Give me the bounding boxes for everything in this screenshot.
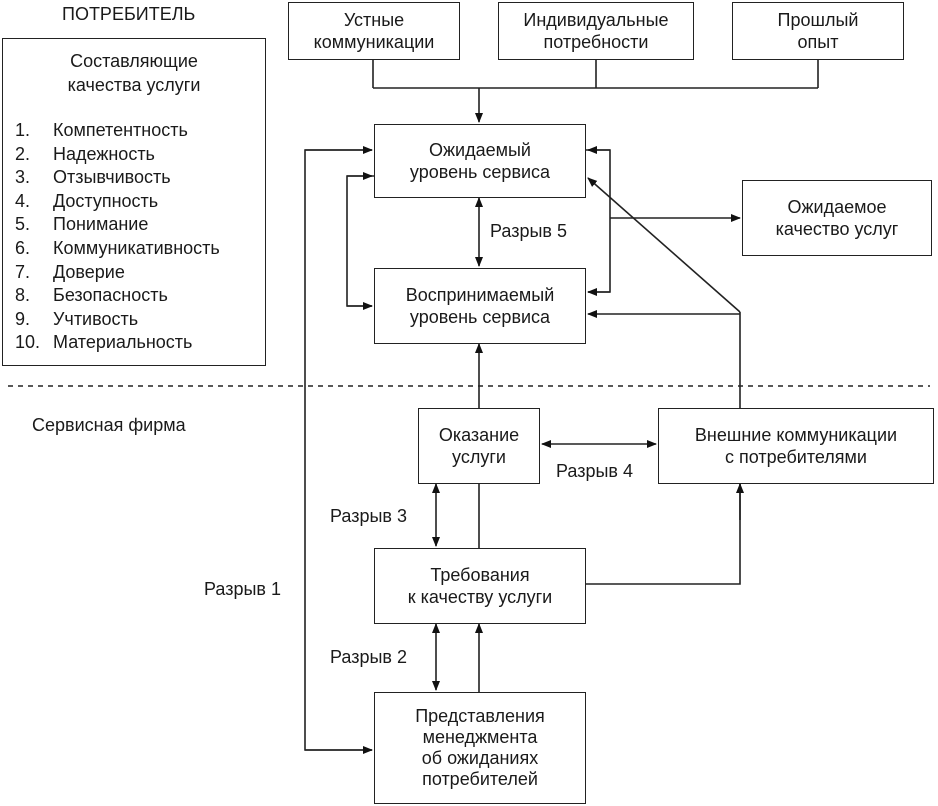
consumer-heading: ПОТРЕБИТЕЛЬ — [62, 4, 196, 24]
expected-service-box: Ожидаемый уровень сервиса — [374, 124, 586, 198]
gap2-label: Разрыв 2 — [330, 647, 407, 667]
quality-item-label: Доступность — [53, 190, 159, 211]
quality-item-number: 1. — [15, 120, 31, 140]
expected-quality-box: Ожидаемое качество услуг — [742, 180, 932, 256]
quality-item: 5. Понимание — [15, 213, 220, 237]
quality-item-label: Безопасность — [53, 285, 168, 306]
quality-item: 7. Доверие — [15, 261, 220, 285]
quality-item: 9. Учтивость — [15, 308, 220, 332]
quality-item-label: Учтивость — [53, 308, 139, 329]
quality-item: 10. Материальность — [15, 331, 220, 355]
right-loop-lines — [586, 149, 611, 293]
external-communications-box: Внешние коммуникации с потребителями — [658, 408, 934, 484]
quality-components-title: Составляющие качества услуги — [67, 51, 201, 95]
quality-item-number: 9. — [15, 308, 31, 329]
quality-item-number: 5. — [15, 214, 31, 235]
quality-item-number: 6. — [15, 237, 31, 258]
past-experience-box: Прошлый опыт — [732, 2, 904, 60]
personal-needs-box: Индивидуальные потребности — [498, 2, 694, 60]
perceived-service-box: Воспринимаемый уровень сервиса — [374, 268, 586, 344]
service-delivery-box: Оказание услуги — [418, 408, 540, 484]
quality-components-panel: Составляющие качества услуги 1. Компетент… — [2, 38, 266, 366]
quality-item: 2. Надежность — [15, 143, 220, 167]
gap5-label: Разрыв 5 — [490, 221, 567, 241]
gap4-label: Разрыв 4 — [556, 461, 633, 481]
specs-to-external-comm-line — [586, 484, 741, 585]
quality-item: 1. Компетентность — [15, 119, 220, 143]
quality-item: 8. Безопасность — [15, 284, 220, 308]
quality-item-number: 3. — [15, 167, 31, 188]
word-of-mouth-box: Устные коммуникации — [288, 2, 460, 60]
service-firm-label: Сервисная фирма — [32, 415, 186, 435]
quality-item: 4. Доступность — [15, 190, 220, 214]
quality-item-label: Отзывчивость — [53, 167, 171, 188]
quality-item: 6. Коммуникативность — [15, 237, 220, 261]
quality-specifications-box: Требования к качеству услуги — [374, 548, 586, 624]
quality-item-label: Коммуникативность — [53, 237, 220, 258]
quality-item-label: Надежность — [53, 143, 155, 164]
quality-item-label: Доверие — [53, 261, 125, 282]
quality-item-label: Материальность — [53, 332, 193, 353]
quality-item-label: Компетентность — [53, 120, 188, 140]
quality-item-number: 8. — [15, 285, 31, 306]
quality-item-number: 7. — [15, 261, 31, 282]
quality-item: 3. Отзывчивость — [15, 166, 220, 190]
left-loop-lines — [346, 175, 374, 307]
external-comm-to-expected — [587, 177, 741, 313]
quality-item-label: Понимание — [53, 214, 149, 235]
gap3-label: Разрыв 3 — [330, 506, 407, 526]
quality-item-number: 4. — [15, 190, 31, 211]
gap1-label: Разрыв 1 — [204, 579, 281, 599]
management-perceptions-box: Представления менеджмента об ожиданиях п… — [374, 692, 586, 804]
quality-item-number: 2. — [15, 143, 31, 164]
quality-item-number: 10. — [15, 332, 41, 353]
quality-components-list: 1. Компетентность 2. Надежность 3. Отзывчивос… — [15, 119, 220, 355]
